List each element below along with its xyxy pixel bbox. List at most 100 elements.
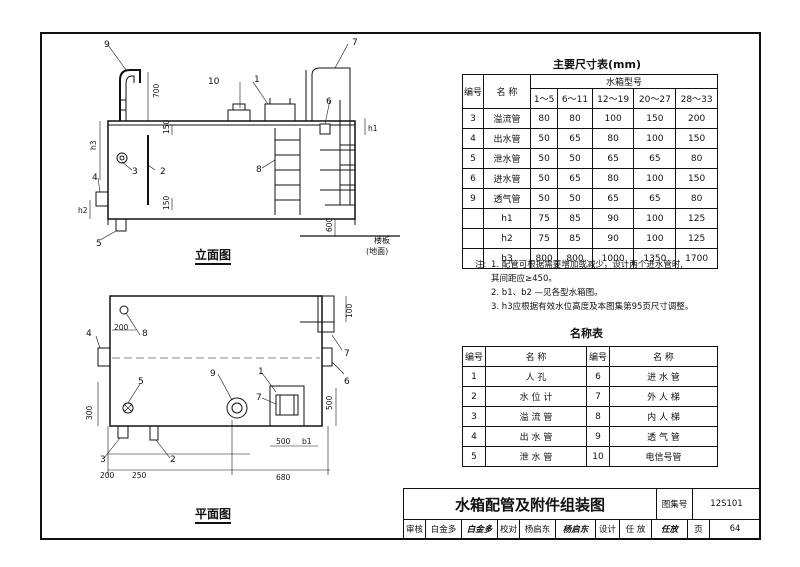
floor-label: 楼板 xyxy=(374,235,390,245)
dim-700: 700 xyxy=(152,83,161,98)
manhole-10-elevation xyxy=(227,109,251,122)
designer-signature: 任放 xyxy=(652,519,688,538)
vent-plan xyxy=(119,305,129,315)
vent-pipe xyxy=(119,69,141,121)
vent-pipe-inner xyxy=(125,75,135,121)
note-line: 2. b1、b2 —见各型水箱图。 xyxy=(491,288,603,298)
page-number: 64 xyxy=(729,523,741,534)
callout-3: 3 xyxy=(132,167,138,177)
plan-callout-6: 6 xyxy=(344,377,350,387)
model-col: 1～5 xyxy=(529,88,559,109)
plan-callout-2: 2 xyxy=(170,455,176,465)
plan-callout-8: 7 xyxy=(256,393,262,403)
plan-callout-5: 5 xyxy=(138,377,144,387)
dim-150-bottom: 150 xyxy=(162,195,171,210)
note-line: 3. h3应根据有效水位高度及本图集第95页尺寸调整。 xyxy=(491,302,694,312)
title-block: 水箱配管及附件组装图 图集号 12S101 审核 白金多 白金多 校对 杨启东 … xyxy=(403,488,760,539)
dim-h3: h3 xyxy=(89,140,98,150)
note-line: 其间距应≥450。 xyxy=(491,274,557,284)
plan-callout-7: 7 xyxy=(344,349,350,359)
model-col: 6～11 xyxy=(557,88,593,109)
plan-dim-b1: b1 xyxy=(302,437,312,446)
checker-name: 杨启东 xyxy=(520,519,556,538)
plan-dim-100: 100 xyxy=(345,303,354,318)
drain-pipe-elevation xyxy=(115,218,127,232)
name-table-title: 名称表 xyxy=(570,327,603,340)
model-col: 28～33 xyxy=(675,88,718,109)
check-label: 校对 xyxy=(498,519,520,538)
overflow-pipe-elevation xyxy=(116,152,128,164)
note-line: 1. 配管可根据需要增加或减少，设计两个进水管时, xyxy=(491,260,684,270)
dim-h2: h2 xyxy=(78,206,88,215)
callout-4: 4 xyxy=(92,173,98,183)
atlas-label: 图集号 xyxy=(657,489,693,519)
floor-sub-label: (地面) xyxy=(366,246,388,256)
tank-body-plan xyxy=(109,295,323,427)
plan-view xyxy=(95,295,347,475)
elevation-caption: 立面图 xyxy=(195,246,232,265)
plan-callout-3: 3 xyxy=(100,455,106,465)
reviewer-name: 白金多 xyxy=(426,519,462,538)
tank-body-elevation xyxy=(107,120,356,220)
callout-1: 1 xyxy=(254,75,260,85)
notes-lead: 注: xyxy=(475,260,487,270)
plan-dim-200-top: 200 xyxy=(114,323,129,332)
callout-5: 5 xyxy=(96,239,102,249)
notes: 注: 1. 配管可根据需要增加或减少，设计两个进水管时, 其间距应≥450。 2.… xyxy=(475,258,693,314)
plan-dim-680: 680 xyxy=(276,473,291,482)
callout-8: 8 xyxy=(256,165,262,175)
callout-6: 6 xyxy=(326,97,332,107)
manhole-10-plan xyxy=(226,397,248,419)
design-label: 设计 xyxy=(596,519,620,538)
plan-callout-4: 4 xyxy=(86,329,92,339)
elevation-view xyxy=(89,43,400,241)
size-table-h-model: 水箱型号 xyxy=(530,74,718,89)
name-table-h-no-2: 编号 xyxy=(586,346,610,367)
dim-h1: h1 xyxy=(368,124,378,133)
page-label: 页 xyxy=(688,519,710,538)
drawing-title: 水箱配管及附件组装图 xyxy=(404,489,657,519)
checker-signature: 杨启东 xyxy=(556,519,596,538)
model-col: 12～19 xyxy=(591,88,635,109)
plan-callout-10: 9 xyxy=(210,369,216,379)
size-table-title: 主要尺寸表(mm) xyxy=(553,58,641,71)
plan-caption: 平面图 xyxy=(195,505,232,524)
plan-callout-1: 1 xyxy=(258,367,264,377)
size-table-h-name: 名 称 xyxy=(483,74,531,109)
outer-ladder xyxy=(311,67,351,205)
plan-dim-250: 250 xyxy=(132,471,147,480)
name-table-h-name-2: 名 称 xyxy=(609,346,718,367)
drawing-frame xyxy=(40,32,761,540)
plan-dim-200-bottom: 200 xyxy=(100,471,115,480)
inlet-plan xyxy=(321,347,333,367)
plan-dim-500-right: 500 xyxy=(325,395,334,410)
designer-name: 任 放 xyxy=(620,519,652,538)
manhole-1-elevation xyxy=(264,103,296,122)
review-label: 审核 xyxy=(404,519,426,538)
model-col: 20～27 xyxy=(633,88,677,109)
callout-10: 10 xyxy=(208,77,220,87)
callout-7: 7 xyxy=(352,38,358,48)
plan-dim-300: 300 xyxy=(85,405,94,420)
outer-ladder-plan xyxy=(317,295,335,333)
outlet-plan xyxy=(97,347,111,367)
dim-600: 600 xyxy=(325,217,334,232)
dim-150-top: 150 xyxy=(162,119,171,134)
callout-9: 9 xyxy=(104,40,110,50)
outlet-pipe-elevation xyxy=(95,191,109,207)
